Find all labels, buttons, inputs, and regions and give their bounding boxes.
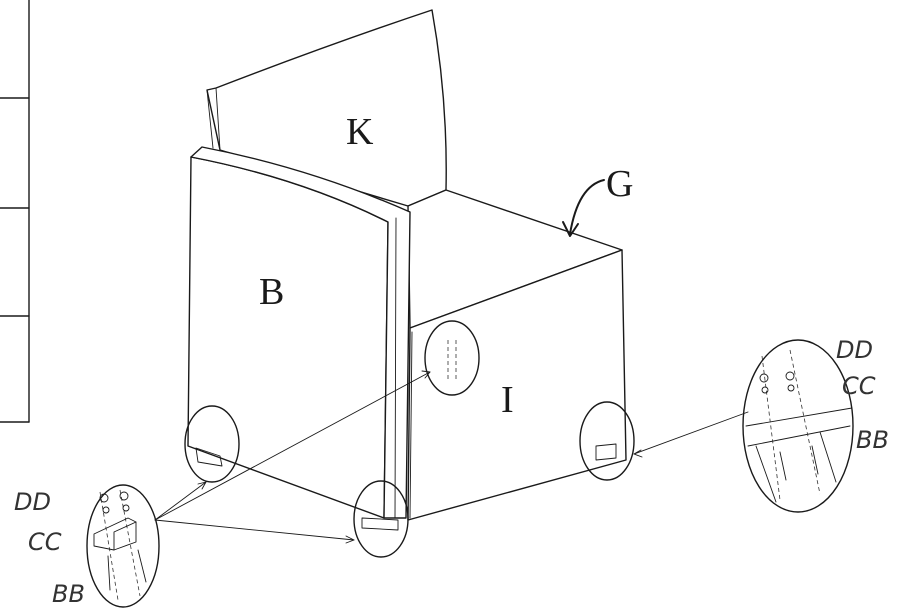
label-b: B — [259, 271, 284, 313]
label-i: I — [501, 379, 514, 421]
front-box-i — [407, 249, 627, 521]
detail-left-bb: BB — [52, 580, 85, 608]
label-g: G — [606, 163, 633, 205]
g-arrow — [562, 179, 605, 237]
detail-left-magnified — [86, 484, 160, 608]
detail-circle-box-face — [424, 320, 480, 396]
armrest-b — [187, 146, 411, 519]
detail-circle-left-foot — [184, 405, 240, 483]
table-fragment — [0, 0, 30, 423]
detail-left-dd: DD — [14, 488, 51, 516]
detail-left-cc: CC — [28, 528, 62, 556]
detail-circle-right-foot — [579, 401, 635, 481]
leader-line-right — [633, 411, 749, 458]
leader-lines-left — [154, 370, 431, 544]
detail-right-bb: BB — [856, 426, 889, 454]
detail-right-dd: DD — [836, 336, 873, 364]
detail-right-cc: CC — [842, 372, 876, 400]
detail-right-magnified — [742, 339, 854, 513]
backrest-k — [206, 9, 447, 207]
detail-circle-front-foot — [353, 480, 409, 558]
label-k: K — [346, 111, 374, 153]
